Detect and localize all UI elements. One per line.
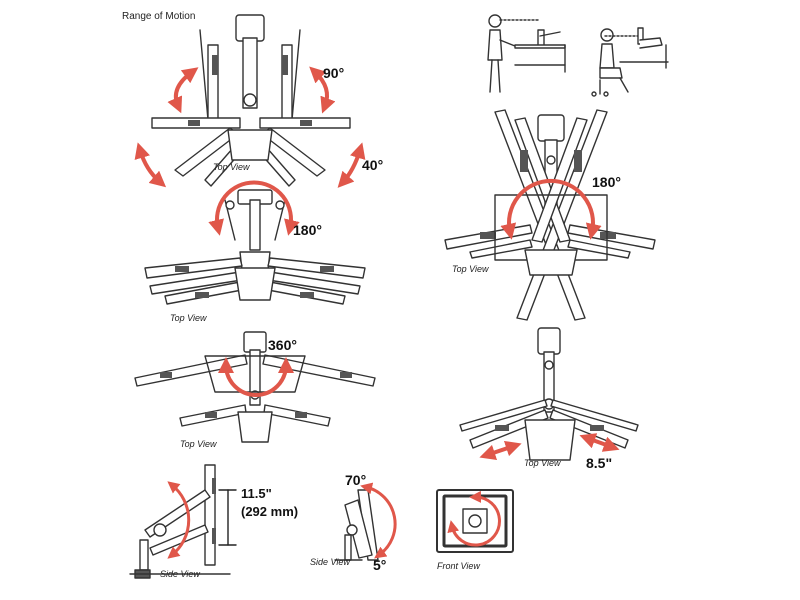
arrow-front-rotate <box>447 490 501 547</box>
arrow-tilt-right <box>309 66 336 114</box>
swivel-40-label: 40° <box>362 157 384 173</box>
top-view-large-diagram <box>444 109 656 321</box>
rotate-180-label-left: 180° <box>293 222 322 238</box>
top-view-tilt-diagram <box>151 14 351 187</box>
top-view-rotation-diagram <box>144 189 366 305</box>
arrow-swivel-right <box>337 142 366 188</box>
tilt-5-label: 5° <box>373 557 387 573</box>
side-view-tilt-diagram <box>334 489 379 561</box>
top-view-360-diagram <box>134 331 376 443</box>
rotate-180-label-right: 180° <box>592 174 621 190</box>
front-view-label: Front View <box>437 561 480 571</box>
side-view-label-1: Side View <box>160 569 200 579</box>
arrow-tilt-left <box>167 67 199 114</box>
arrow-tilt-70 <box>360 482 397 559</box>
front-view-rotation-diagram <box>436 489 514 553</box>
arrow-extend-right <box>579 433 620 452</box>
height-inches-label: 11.5" <box>241 486 272 501</box>
arrow-extend-left <box>479 440 522 461</box>
top-view-extension-diagram <box>459 327 639 461</box>
top-view-label-2: Top View <box>170 313 207 323</box>
arrow-rotate-180-left <box>208 180 300 236</box>
top-view-label-4: Top View <box>452 264 489 274</box>
ergonomic-people-diagram <box>487 14 669 97</box>
side-view-height-diagram <box>129 464 237 579</box>
motion-arrows <box>134 66 620 559</box>
side-view-label-2: Side View <box>310 557 350 567</box>
extension-label: 8.5" <box>586 455 613 471</box>
arrow-swivel-left <box>134 142 167 188</box>
arrow-rotate-180-right <box>500 178 602 240</box>
rotate-360-label: 360° <box>268 337 297 353</box>
diagram-title: Range of Motion <box>122 11 196 22</box>
tilt-70-label: 70° <box>345 472 367 488</box>
arrow-rotate-360 <box>218 357 294 397</box>
arrow-side-lift <box>167 481 191 559</box>
top-view-label-1: Top View <box>213 162 250 172</box>
tilt-90-label: 90° <box>323 65 345 81</box>
top-view-label-5: Top View <box>524 458 561 468</box>
height-mm-label: (292 mm) <box>241 504 299 519</box>
top-view-label-3: Top View <box>180 439 217 449</box>
